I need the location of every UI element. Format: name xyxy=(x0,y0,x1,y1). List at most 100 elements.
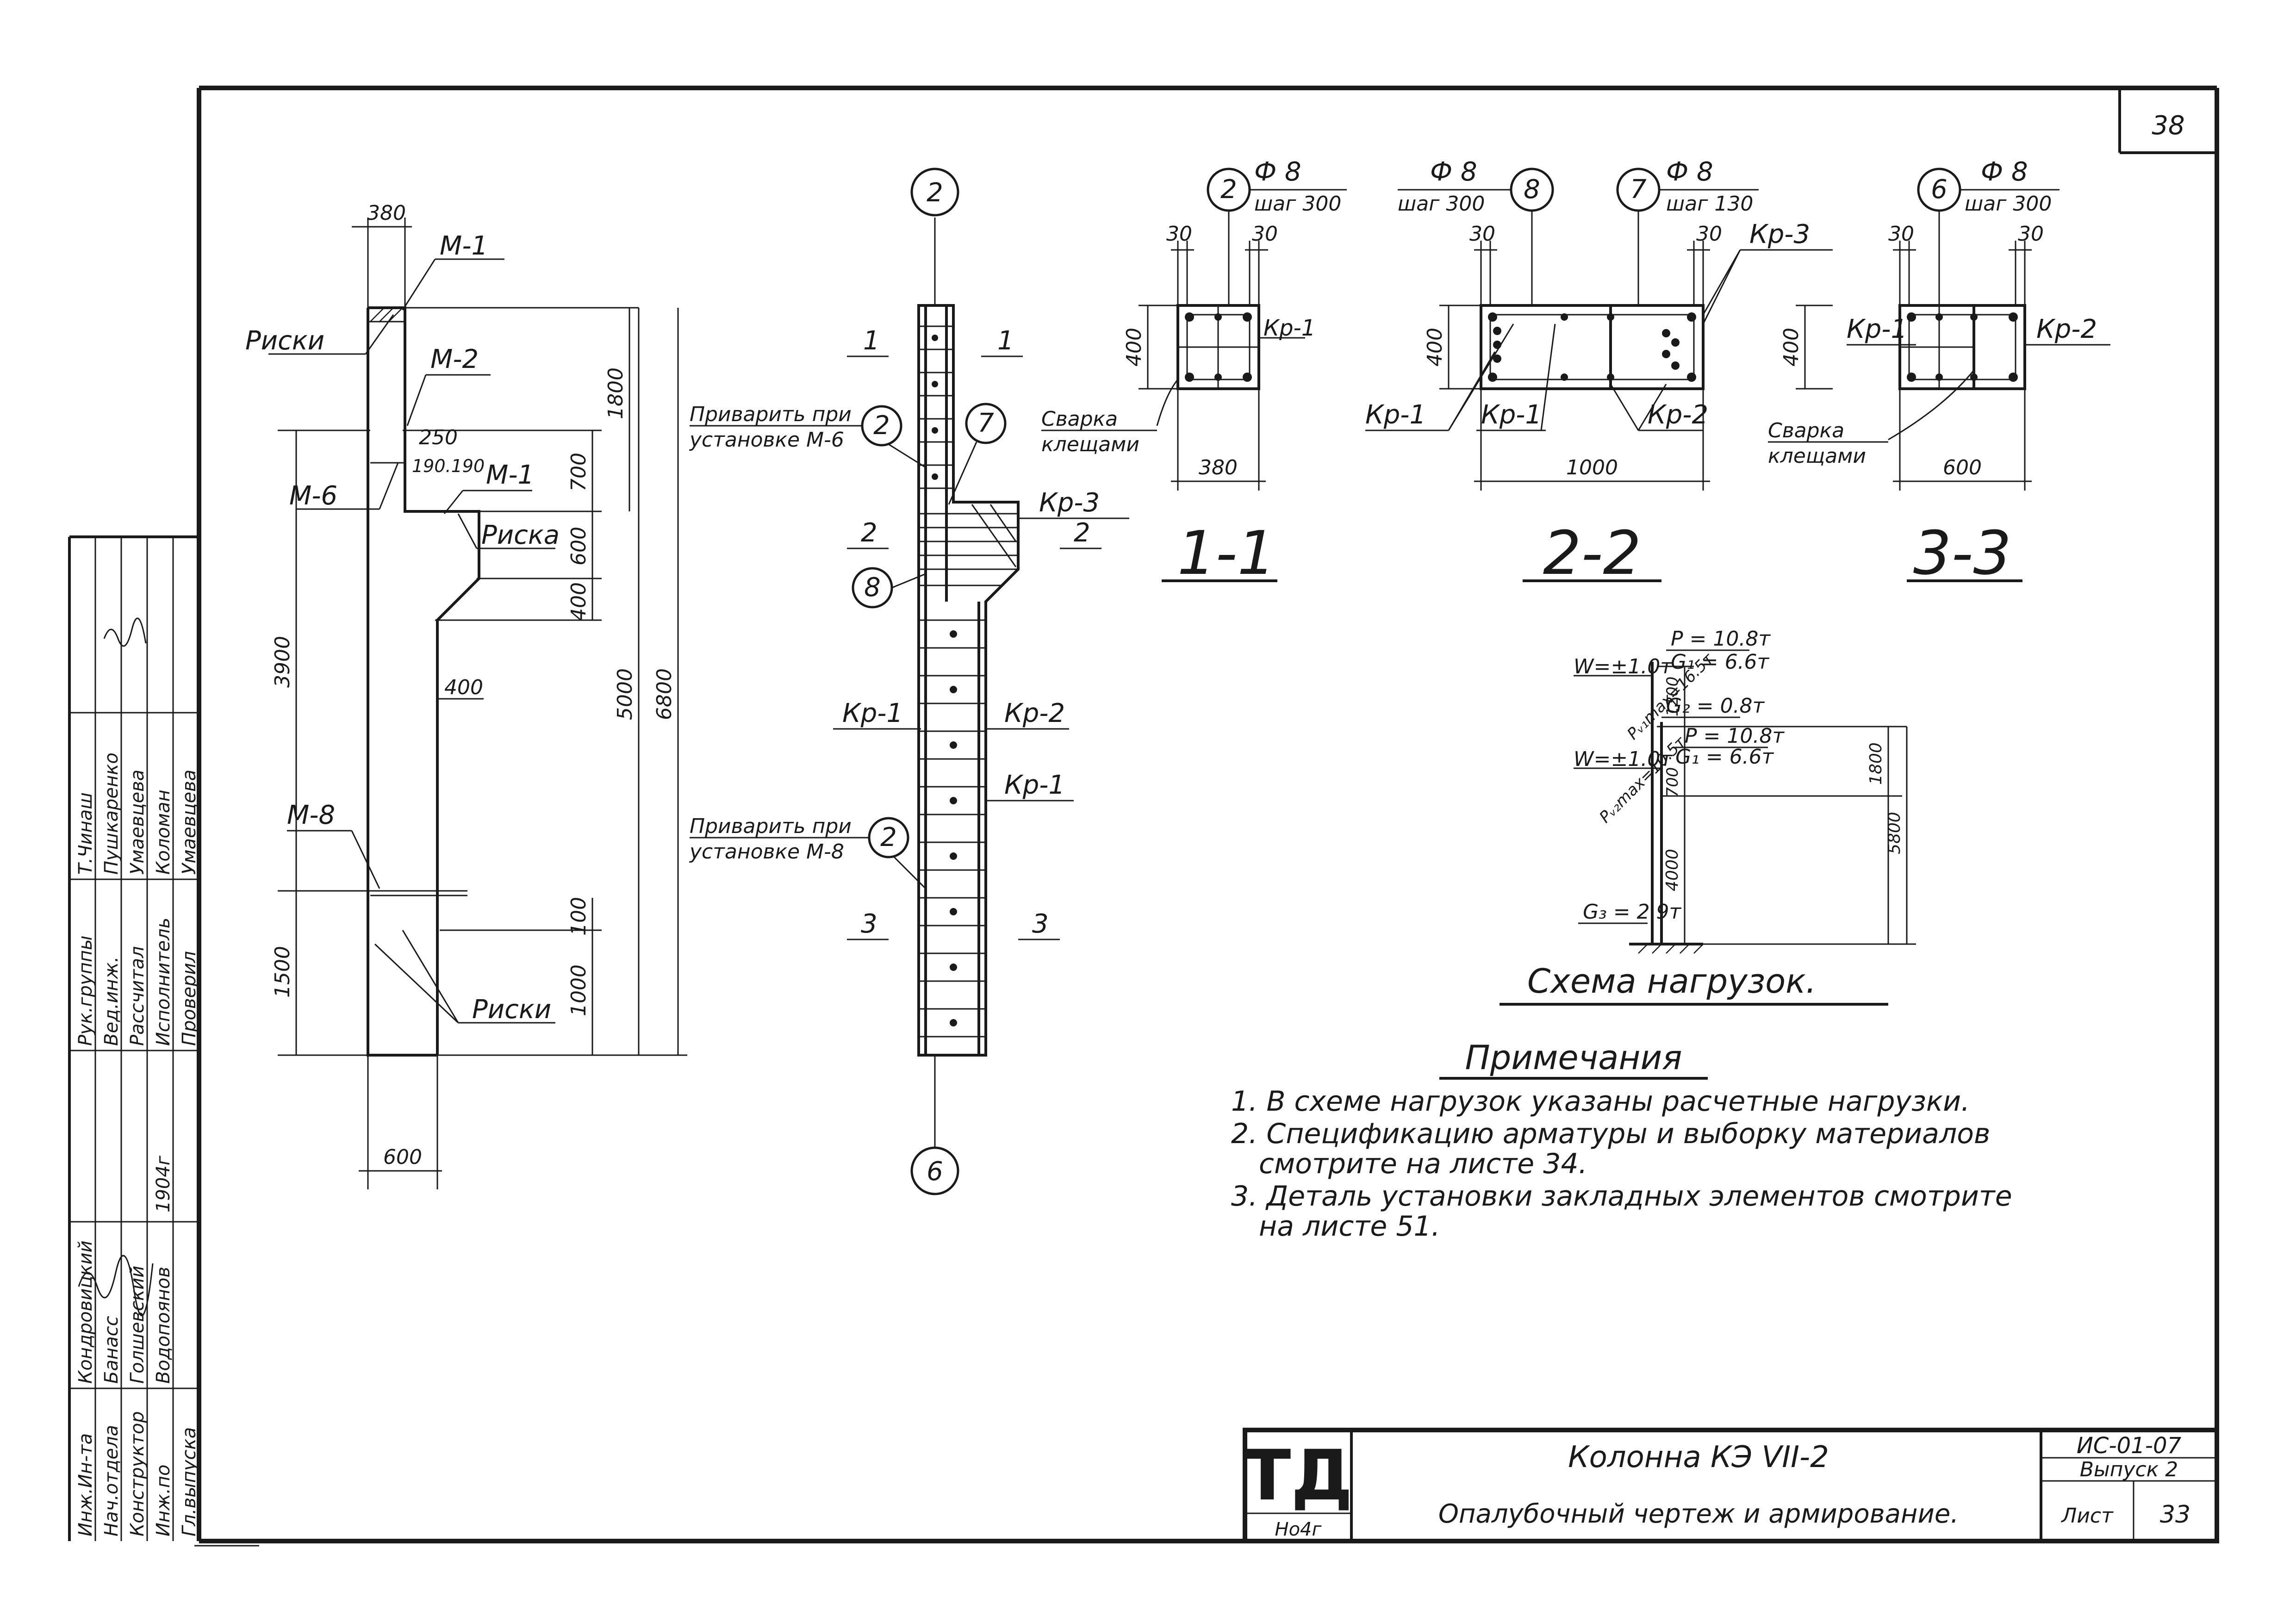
label-m8: М-8 xyxy=(287,800,335,830)
section-mark-1-right: 1 xyxy=(997,326,1014,356)
weld-note-m6-line2: установке М-6 xyxy=(689,428,844,452)
sec11-kr: Кр-1 xyxy=(1263,315,1315,341)
sheet-number-box: 38 xyxy=(2118,88,2217,154)
label-m1-b: М-1 xyxy=(486,460,534,490)
label-kr1-left: Кр-1 xyxy=(842,698,903,728)
load-w1: W=±1.0т xyxy=(1574,655,1673,678)
load-g1a: G₁ = 6.6т xyxy=(1671,650,1770,674)
sec22-cover-left: 30 xyxy=(1469,222,1495,246)
bubble-8: 8 xyxy=(864,572,881,603)
stamp-role-5: Гл.выпуска xyxy=(179,1427,200,1536)
dim-1000: 1000 xyxy=(567,964,591,1016)
sec33-cover-left: 30 xyxy=(1888,222,1914,246)
load-p2: P = 10.8т xyxy=(1685,724,1785,748)
sec33-weld-line2: клещами xyxy=(1768,444,1866,468)
note-3-cont: на листе 51. xyxy=(1259,1210,1440,1243)
stamp-role-5b: Проверил xyxy=(179,951,200,1046)
sec22-bar-7: Ф 8 xyxy=(1666,157,1713,187)
weld-note-m8-line2: установке М-8 xyxy=(689,840,844,864)
sec11-height: 400 xyxy=(1122,328,1146,367)
title-sheet-value: 33 xyxy=(2160,1501,2190,1529)
sec33-width: 600 xyxy=(1943,456,1982,479)
column-elevation: 380 600 3900 1500 700 600 400 1800 5000 … xyxy=(245,201,687,1189)
dim-600: 600 xyxy=(567,527,591,566)
sec33-bar: Ф 8 xyxy=(1981,157,2028,187)
sec33-kr-right: Кр-2 xyxy=(2036,314,2097,344)
dim-250: 250 xyxy=(419,426,458,449)
stamp-name-3: Голшевский xyxy=(127,1266,148,1384)
rebar-dots xyxy=(932,335,957,1026)
title-block: ТД Но4г Колонна КЭ VII-2 Опалубочный чер… xyxy=(1243,1428,2219,1543)
label-m6: М-6 xyxy=(289,481,337,511)
sec11-step: шаг 300 xyxy=(1254,192,1341,216)
section-mark-2-right: 2 xyxy=(1074,518,1090,548)
load-g2: G₂ = 0.8т xyxy=(1666,694,1765,718)
label-riski-top: Риски xyxy=(245,326,324,356)
load-dim-4000: 4000 xyxy=(1663,849,1682,891)
sheet-number: 38 xyxy=(2152,111,2184,141)
stamp-role-1: Инж.Ин-та xyxy=(75,1433,96,1536)
note-3: 3. Деталь установки закладных элементов … xyxy=(1231,1180,2012,1213)
load-dim-1800: 1800 xyxy=(1867,742,1885,785)
sec22-height: 400 xyxy=(1423,328,1447,367)
sec11-bar: Ф 8 xyxy=(1254,157,1301,187)
bubble-axis-top: 2 xyxy=(927,178,943,208)
dim-190: 190.190 xyxy=(412,456,485,476)
sec33-weld-line1: Сварка xyxy=(1768,419,1844,442)
bubble-7: 7 xyxy=(977,408,994,438)
bubble-axis-bottom: 6 xyxy=(927,1157,943,1187)
dim-1800: 1800 xyxy=(604,367,628,419)
sec33-height: 400 xyxy=(1780,328,1803,367)
load-scheme: P = 10.8т G₁ = 6.6т W=±1.0т G₂ = 0.8т Pᵥ… xyxy=(1500,627,1916,1006)
column-reinforcement: 2 6 xyxy=(689,168,1129,1195)
stirrups-upper xyxy=(919,325,953,489)
approval-stamp: Инж.Ин-та Кондровицкий Рук.группы Т.Чина… xyxy=(68,535,200,1541)
notes: Примечания 1. В схеме нагрузок указаны р… xyxy=(1231,1038,2012,1243)
label-kr2-right: Кр-2 xyxy=(1004,698,1065,728)
stamp-name-1: Кондровицкий xyxy=(75,1241,96,1384)
stamp-role-4: Инж.по xyxy=(153,1465,174,1536)
stamp-name-2: Банасс xyxy=(101,1316,122,1384)
sec33-title: 3-3 xyxy=(1913,518,2011,588)
load-g1b: G₁ = 6.6т xyxy=(1675,745,1774,769)
load-dim-700: 700 xyxy=(1663,767,1682,797)
sec22-kr3: Кр-3 xyxy=(1749,219,1810,249)
sec22-bar-8: Ф 8 xyxy=(1430,157,1477,187)
sec22-step-8: шаг 300 xyxy=(1398,192,1485,216)
sec22-width: 1000 xyxy=(1566,456,1618,479)
sec33-kr-left: Кр-1 xyxy=(1847,314,1907,344)
dim-700: 700 xyxy=(567,453,591,491)
sec11-cover-right: 30 xyxy=(1252,222,1278,246)
title-name: Колонна КЭ VII-2 xyxy=(1568,1440,1829,1474)
stamp-name-5b: Умаевцева xyxy=(179,770,200,875)
section-mark-1-left: 1 xyxy=(863,326,880,356)
stamp-date: 1904г xyxy=(153,1155,174,1213)
sec22-step-7: шаг 130 xyxy=(1666,192,1753,216)
stamp-role-3b: Рассчитал xyxy=(127,946,148,1046)
stamp-name-3b: Умаевцева xyxy=(127,770,148,875)
dim-top-width: 380 xyxy=(367,201,406,225)
section-2-2: 8 Ф 8 шаг 300 7 Ф 8 шаг 130 30 30 Кр-3 xyxy=(1365,157,1833,588)
stamp-role-3: Конструктор xyxy=(127,1411,148,1536)
stamp-role-4b: Исполнитель xyxy=(153,918,174,1046)
title-issue: Выпуск 2 xyxy=(2080,1458,2178,1481)
sec11-width: 380 xyxy=(1199,456,1238,479)
bubble-2b: 2 xyxy=(880,822,897,852)
sec22-cover-right: 30 xyxy=(1696,222,1722,246)
sec22-title: 2-2 xyxy=(1543,518,1641,588)
label-m2: М-2 xyxy=(430,344,479,374)
title-description: Опалубочный чертеж и армирование. xyxy=(1438,1499,1959,1529)
label-kr3-elev: Кр-3 xyxy=(1039,488,1100,518)
sec11-weld-line1: Сварка xyxy=(1041,407,1118,431)
dim-400-width: 400 xyxy=(444,676,483,699)
sec33-bubble: 6 xyxy=(1931,174,1948,205)
note-2-cont: смотрите на листе 34. xyxy=(1259,1148,1587,1180)
section-mark-3-right: 3 xyxy=(1032,909,1049,939)
sec22-bubble-8: 8 xyxy=(1524,174,1540,205)
stamp-name-4b: Коломан xyxy=(153,790,174,875)
section-mark-2-left: 2 xyxy=(861,518,877,548)
stamp-role-2: Нач.отдела xyxy=(101,1425,122,1536)
load-dim-1200: 1200 xyxy=(1663,677,1682,717)
label-riska: Риска xyxy=(481,520,560,550)
load-p1: P = 10.8т xyxy=(1671,627,1771,651)
